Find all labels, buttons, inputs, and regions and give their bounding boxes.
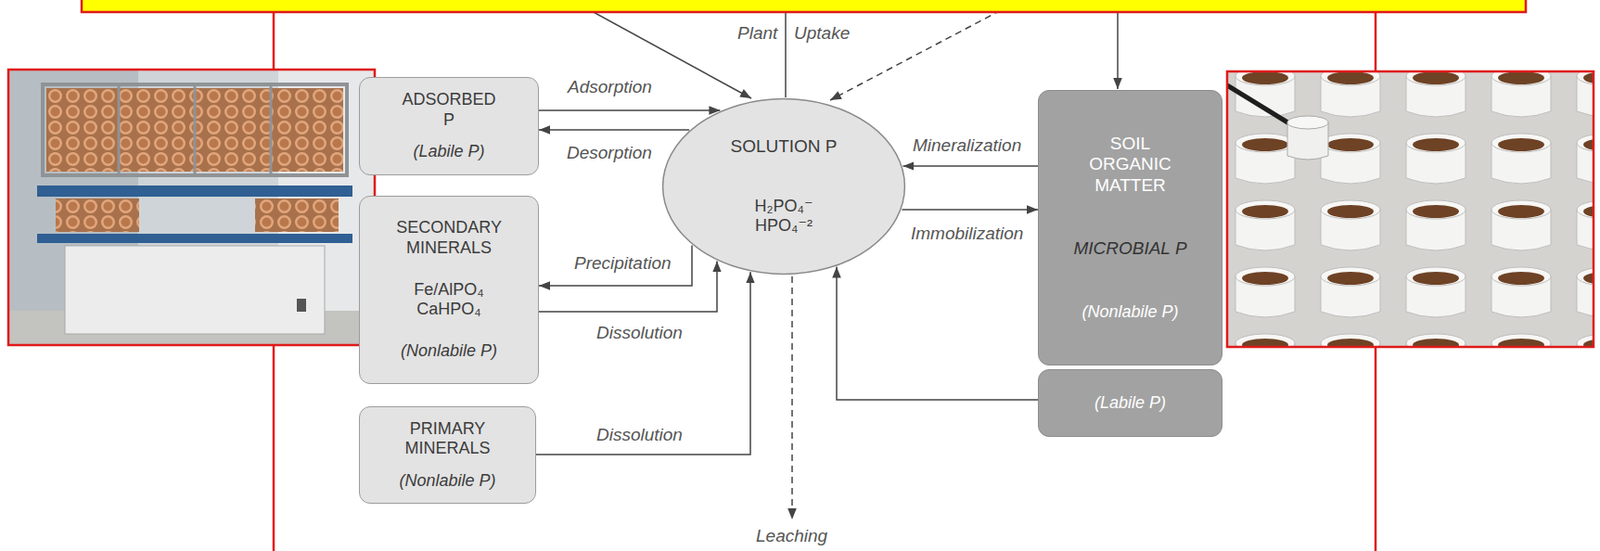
flow-arrow bbox=[538, 109, 720, 112]
photo-extraction-cups bbox=[1227, 71, 1594, 347]
flow-label: Plant bbox=[737, 23, 778, 45]
node-text: MICROBIAL P bbox=[1073, 238, 1187, 260]
process-label: Adsorption bbox=[567, 76, 653, 99]
flow-arrow bbox=[538, 244, 692, 286]
flow-arrow bbox=[538, 128, 690, 131]
frame-line bbox=[1374, 11, 1378, 72]
uptake-line bbox=[784, 0, 787, 98]
node-text: SOLUTION P bbox=[729, 136, 837, 158]
leaching-arrow bbox=[791, 276, 794, 520]
flow-label: Uptake bbox=[793, 23, 850, 45]
node-text: SECONDARY MINERALS bbox=[396, 217, 501, 258]
process-label: Mineralization bbox=[912, 135, 1022, 157]
input-arrow bbox=[1116, 0, 1119, 90]
flow-arrow bbox=[901, 208, 1038, 211]
pool-box: SECONDARY MINERALS Fe/AlPO₄ CaHPO₄ (Nonlab… bbox=[358, 195, 539, 384]
node-text: (Nonlabile P) bbox=[398, 471, 496, 492]
flow-arrow bbox=[536, 271, 751, 455]
frame-line bbox=[272, 345, 276, 551]
node-text: H₂PO₄⁻ HPO₄⁻² bbox=[755, 196, 814, 237]
process-label: Immobilization bbox=[910, 223, 1024, 245]
pool-box: ADSORBED P (Labile P) bbox=[358, 76, 539, 176]
node-text: (Nonlabile P) bbox=[1081, 302, 1178, 323]
node-text: ADSORBED P bbox=[401, 89, 496, 130]
process-label: Desorption bbox=[566, 142, 653, 165]
ellipse-shape bbox=[663, 99, 906, 275]
process-label: Precipitation bbox=[574, 253, 672, 275]
node-text: (Labile P) bbox=[1094, 393, 1166, 414]
banner bbox=[81, 0, 1526, 13]
node-text: (Labile P) bbox=[412, 141, 485, 163]
process-label: Dissolution bbox=[596, 322, 683, 345]
process-label: Dissolution bbox=[596, 424, 683, 447]
photo-frame bbox=[1227, 71, 1594, 347]
labile-box: (Labile P) bbox=[1037, 369, 1223, 437]
node-text: Fe/AlPO₄ CaHPO₄ bbox=[413, 280, 484, 320]
photo-frame bbox=[8, 69, 375, 346]
frame-line bbox=[1374, 346, 1378, 551]
input-arrow-dashed bbox=[830, 0, 1021, 101]
flow-arrow bbox=[836, 267, 1038, 400]
node-text: PRIMARY MINERALS bbox=[404, 419, 490, 460]
flow-arrow bbox=[902, 165, 1038, 167]
flow-label: Leaching bbox=[755, 525, 828, 548]
organic-matter-box: SOIL ORGANIC MATTER MICROBIAL P (Nonlabile… bbox=[1037, 89, 1223, 366]
node-text: SOIL ORGANIC MATTER bbox=[1088, 133, 1172, 197]
pool-box: PRIMARY MINERALS (Nonlabile P) bbox=[358, 406, 537, 504]
frame-line bbox=[272, 11, 276, 70]
solution-ellipse: SOLUTION P H₂PO₄⁻ HPO₄⁻² bbox=[661, 97, 907, 276]
node-text: (Nonlabile P) bbox=[400, 341, 498, 362]
photo-sample-cart bbox=[8, 69, 375, 346]
ellipse-outline bbox=[661, 97, 907, 276]
